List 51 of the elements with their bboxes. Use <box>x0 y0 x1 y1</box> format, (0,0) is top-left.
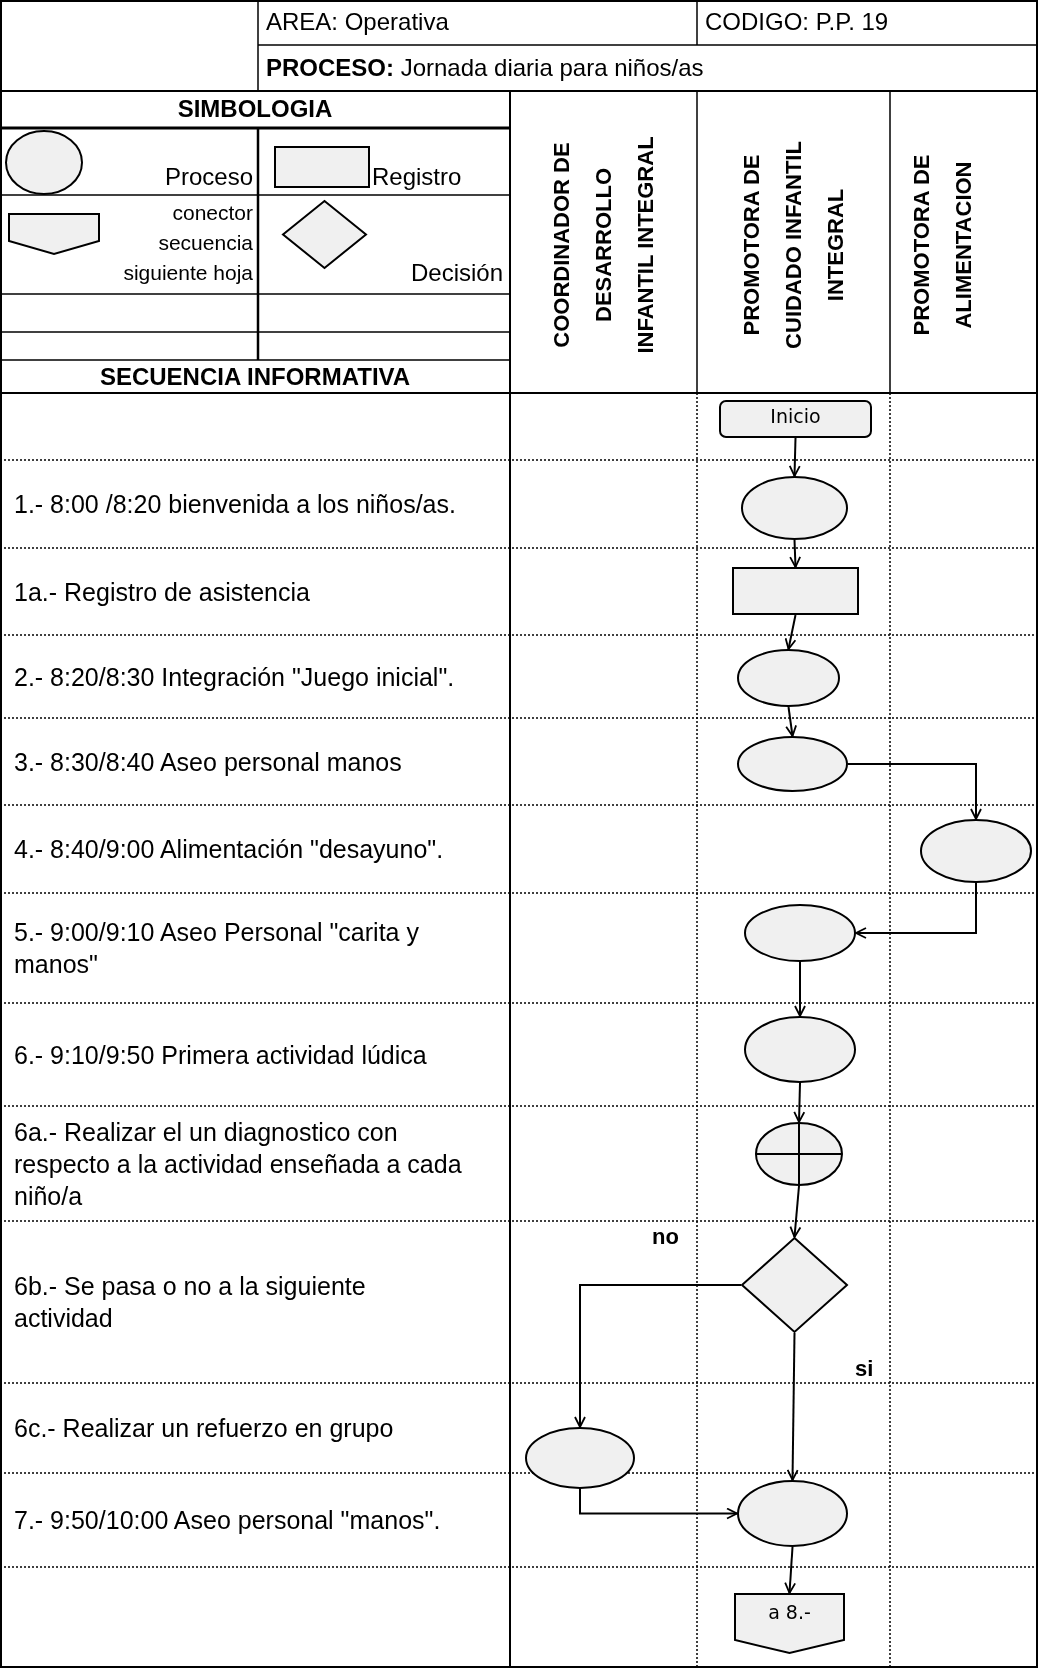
flow-arrow <box>579 1488 738 1520</box>
process-ellipse <box>920 819 1032 883</box>
lane-heading: COORDINADOR DE DESARROLLO INFANTIL INTEGRAL <box>547 135 659 356</box>
process-ellipse <box>744 1016 856 1083</box>
step-description: 2.- 8:20/8:30 Integración "Juego inicial". <box>14 661 456 693</box>
flow-arrow <box>789 1185 802 1238</box>
process-ellipse <box>741 476 848 540</box>
process-ellipse <box>737 1480 848 1547</box>
legend-label: conector secuencia siguiente hoja <box>122 200 253 286</box>
step-description: 1a.- Registro de asistencia <box>14 576 311 608</box>
step-description: 1.- 8:00 /8:20 bienvenida a los niños/as. <box>14 489 457 520</box>
step-description: 6a.- Realizar el un diagnostico con respecto a la actividad enseñada a cada niño/a <box>14 1116 463 1212</box>
step-description: 4.- 8:40/9:00 Alimentación "desayuno". <box>14 834 445 865</box>
process-ellipse <box>737 736 848 792</box>
node-label: a 8.- <box>767 1601 812 1623</box>
header-field: AREA: Operativa <box>266 4 686 40</box>
process-ellipse <box>744 904 856 962</box>
summing-junction-circle <box>755 1122 843 1186</box>
lane-heading: PROMOTORA DE ALIMENTACION <box>908 153 977 338</box>
legend-label: Decisión <box>409 259 503 287</box>
flow-arrow <box>785 706 797 737</box>
off-page-connector <box>734 1593 845 1654</box>
step-description: 7.- 9:50/10:00 Aseo personal "manos". <box>14 1505 442 1536</box>
flow-arrow <box>574 1284 742 1428</box>
flow-arrow <box>794 961 806 1017</box>
flow-arrow <box>784 614 797 650</box>
flow-arrow <box>788 437 801 477</box>
legend-label: Registro <box>372 163 463 191</box>
step-description: 3.- 8:30/8:40 Aseo personal manos <box>14 746 403 778</box>
flow-arrow <box>847 763 982 820</box>
section-heading: SIMBOLOGIA <box>176 94 334 124</box>
flow-arrow <box>784 1546 797 1594</box>
flow-arrow <box>789 539 802 568</box>
node-label: Inicio <box>769 405 822 427</box>
header-field: CODIGO: P.P. 19 <box>705 4 1035 40</box>
step-description: 6b.- Se pasa o no a la siguiente actividad <box>14 1271 367 1334</box>
flow-arrow <box>793 1082 806 1123</box>
legend-label: Proceso <box>163 163 253 191</box>
lane-heading: PROMOTORA DE CUIDADO INFANTIL INTEGRAL <box>737 140 849 351</box>
start-terminal <box>719 400 872 438</box>
record-rectangle <box>732 567 859 615</box>
decision-diamond <box>741 1237 848 1333</box>
step-description: 6c.- Realizar un refuerzo en grupo <box>14 1413 395 1444</box>
step-description: 5.- 9:00/9:10 Aseo Personal "carita y manos" <box>14 917 420 980</box>
section-heading: SECUENCIA INFORMATIVA <box>98 362 412 392</box>
process-ellipse <box>525 1427 635 1489</box>
process-ellipse <box>737 649 840 707</box>
step-description: 6.- 9:10/9:50 Primera actividad lúdica <box>14 1039 428 1071</box>
process-title: PROCESO: Jornada diaria para niños/as <box>266 53 705 83</box>
flow-arrow <box>855 882 977 939</box>
flow-arrow <box>786 1332 799 1481</box>
